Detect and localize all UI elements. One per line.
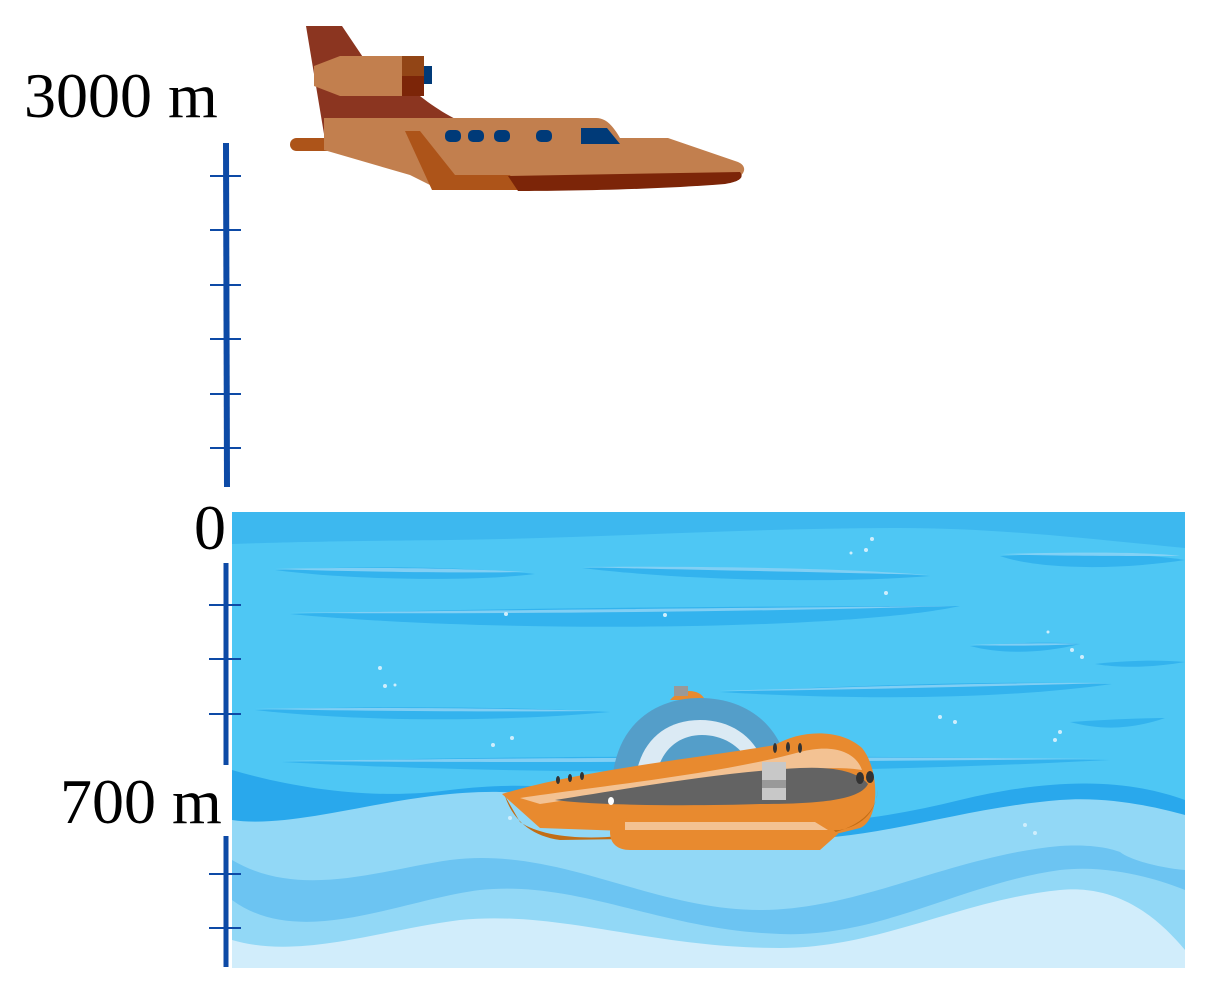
plane-altitude-label: 3000 m bbox=[24, 60, 218, 131]
altitude-scale bbox=[210, 142, 241, 488]
sea-level-label: 0 bbox=[194, 492, 226, 563]
depth-scale bbox=[209, 563, 241, 967]
airplane-icon bbox=[290, 26, 745, 191]
sea bbox=[232, 512, 1185, 968]
submarine-depth-label: 700 m bbox=[60, 766, 222, 837]
submarine-icon bbox=[502, 686, 878, 850]
